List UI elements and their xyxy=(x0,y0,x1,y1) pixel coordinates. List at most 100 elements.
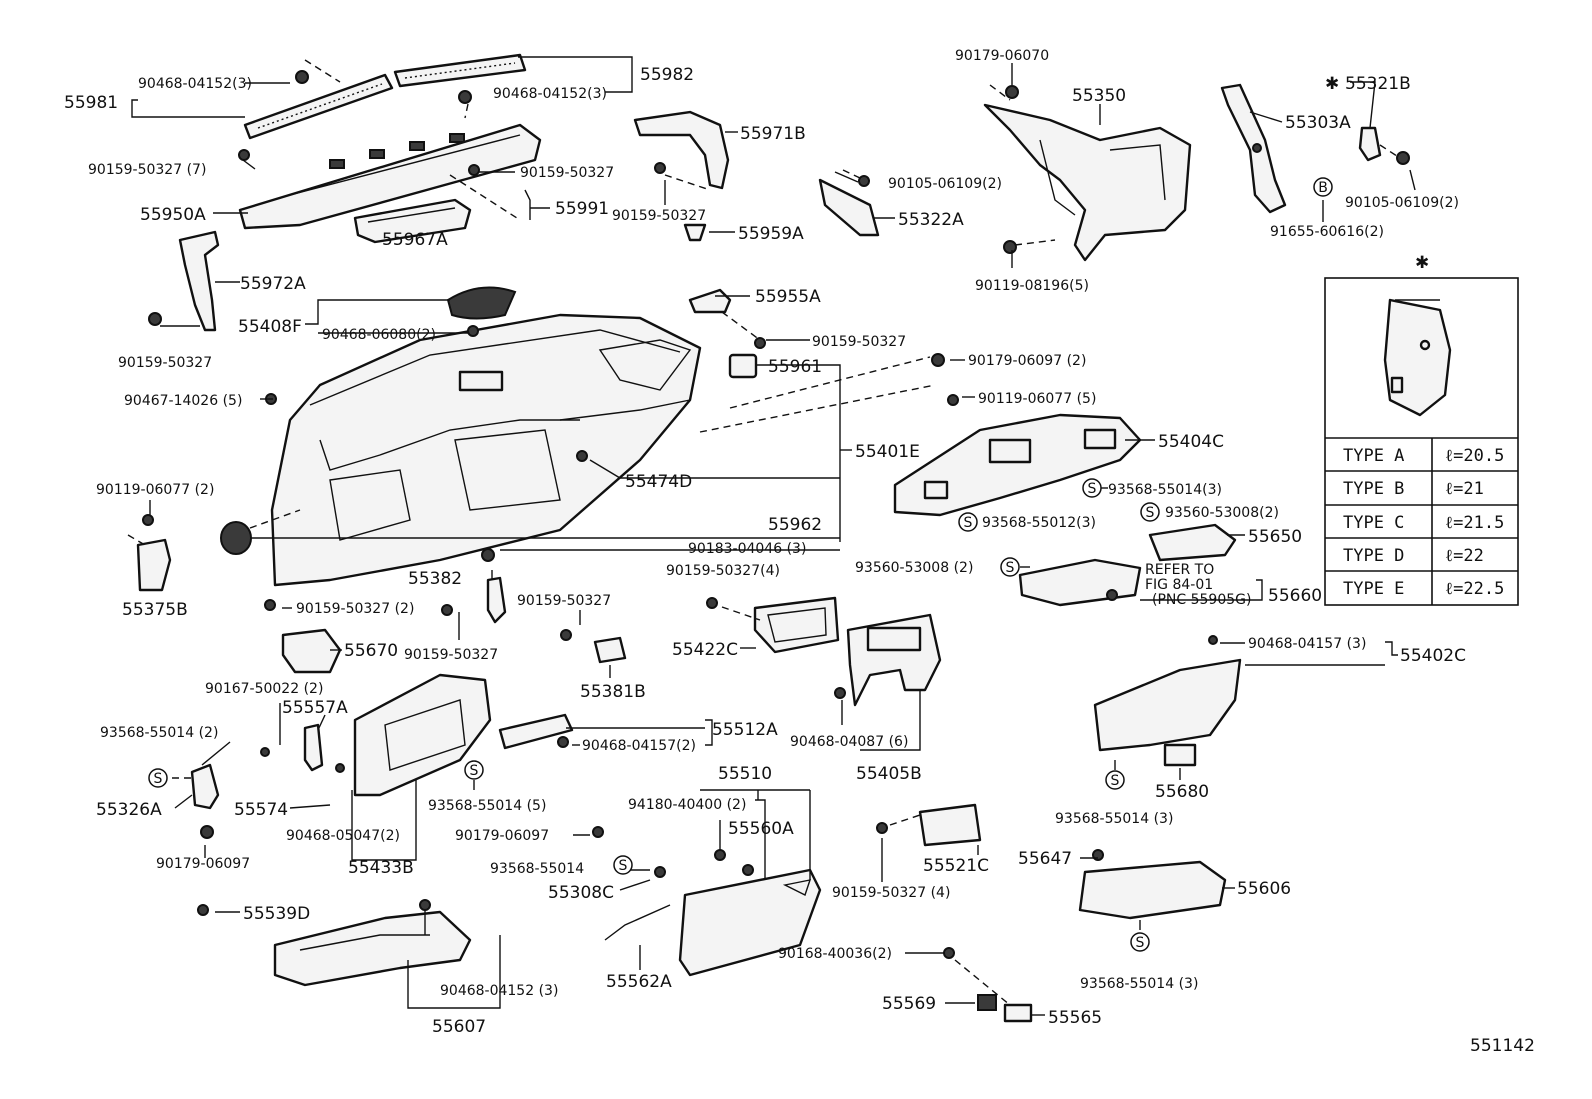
part-55382-drawing xyxy=(486,576,507,624)
label-90159-50327-7: 90159-50327 (7) xyxy=(88,162,206,178)
label-55308c: 55308C xyxy=(548,883,614,903)
svg-text:S: S xyxy=(619,858,628,874)
label-90167-50022: 90167-50022 (2) xyxy=(205,681,323,697)
svg-text:S: S xyxy=(1111,773,1120,789)
label-55382: 55382 xyxy=(408,569,462,589)
speaker-grille-55408f-drawing xyxy=(446,286,517,320)
label-55982: 55982 xyxy=(640,65,694,85)
defroster-nozzle-55982-drawing xyxy=(393,53,527,88)
label-93568-55014-d: 93568-55014 (3) xyxy=(1055,811,1173,827)
label-55322a: 55322A xyxy=(898,210,964,230)
instrument-panel-55401e-drawing xyxy=(270,313,702,587)
label-90159-50327-d: 90159-50327 xyxy=(812,334,906,350)
label-55521c: 55521C xyxy=(923,856,989,876)
label-55647: 55647 xyxy=(1018,849,1072,869)
label-55510: 55510 xyxy=(718,764,772,784)
label-90159-50327-f: 90159-50327 xyxy=(517,593,611,609)
side-vent-55962-drawing xyxy=(220,521,252,555)
label-55512a: 55512A xyxy=(712,720,778,740)
label-90468-04157-a: 90468-04157 (3) xyxy=(1248,636,1366,652)
label-93568-55014-c: 93568-55014 (5) xyxy=(428,798,546,814)
label-55560a: 55560A xyxy=(728,819,794,839)
label-55950a: 55950A xyxy=(140,205,206,225)
label-55606: 55606 xyxy=(1237,879,1291,899)
label-55405b: 55405B xyxy=(856,764,922,784)
label-90159-50327-g: 90159-50327 xyxy=(404,647,498,663)
svg-text:S: S xyxy=(1006,560,1015,576)
label-90119-06077-b: 90119-06077 (2) xyxy=(96,482,214,498)
part-55521c-drawing xyxy=(918,803,982,847)
label-90159-50327-h: 90159-50327(4) xyxy=(666,563,780,579)
part-55557a-drawing xyxy=(303,723,324,772)
part-55565-drawing xyxy=(1003,1003,1033,1023)
label-55650: 55650 xyxy=(1248,527,1302,547)
under-cover-55607-drawing xyxy=(273,910,472,987)
label-90105-06109-b: 90105-06109(2) xyxy=(1345,195,1459,211)
type-row-type: TYPE E xyxy=(1343,579,1404,599)
duct-55972a-drawing xyxy=(178,230,220,332)
label-55401e: 55401E xyxy=(855,442,920,462)
defroster-duct-55950a-drawing xyxy=(238,123,542,230)
label-93568-55014-f: 93568-55014 (3) xyxy=(1080,976,1198,992)
label-55972a: 55972A xyxy=(240,274,306,294)
label-90105-06109-a: 90105-06109(2) xyxy=(888,176,1002,192)
type-row-type: TYPE B xyxy=(1343,479,1404,499)
svg-text:S: S xyxy=(1088,481,1097,497)
type-row-type: TYPE A xyxy=(1343,446,1404,466)
label-55569: 55569 xyxy=(882,994,936,1014)
part-55569-drawing xyxy=(977,994,997,1011)
leader-lines xyxy=(127,56,1416,1016)
s-markers: S S S S S S S S S B xyxy=(148,177,1333,952)
type-table: ✱ TYPE A ℓ=20.5 TYPE B ℓ=21 TYPE C ℓ=21.… xyxy=(1324,253,1519,606)
label-55321b-num: 55321B xyxy=(1345,74,1411,94)
label-90179-06097-b: 90179-06097 xyxy=(156,856,250,872)
label-55408f: 55408F xyxy=(238,317,302,337)
bracket-55321b-drawing xyxy=(1358,126,1382,162)
label-90168-40036: 90168-40036(2) xyxy=(778,946,892,962)
label-93568-55014-e: 93568-55014 xyxy=(490,861,584,877)
label-55321b: ✱ xyxy=(1325,74,1339,94)
type-row-value: ℓ=21.5 xyxy=(1445,513,1504,533)
svg-text:S: S xyxy=(154,771,163,787)
part-55381b-drawing xyxy=(593,636,627,664)
label-55404c: 55404C xyxy=(1158,432,1224,452)
label-90468-04152-b: 90468-04152(3) xyxy=(493,86,607,102)
label-90468-04157-b: 90468-04157(2) xyxy=(582,738,696,754)
reinforcement-55350-drawing xyxy=(983,103,1192,262)
part-55961-drawing xyxy=(728,353,758,379)
label-55971b: 55971B xyxy=(740,124,806,144)
label-55660: 55660 xyxy=(1268,586,1322,606)
label-55474d: 55474D xyxy=(625,472,692,492)
switch-55650-drawing xyxy=(1148,523,1237,562)
cluster-panel-55404c-drawing xyxy=(893,413,1142,517)
label-90159-50327-b: 90159-50327 xyxy=(612,208,706,224)
label-55433b: 55433B xyxy=(348,858,414,878)
label-90468-04087: 90468-04087 (6) xyxy=(790,734,908,750)
type-row-value: ℓ=21 xyxy=(1445,479,1484,499)
table-detail-drawing xyxy=(1383,298,1452,417)
part-55680-drawing xyxy=(1163,743,1197,767)
table-star-marker: ✱ xyxy=(1415,253,1429,273)
label-55326a: 55326A xyxy=(96,800,162,820)
duct-55971b-drawing xyxy=(633,110,730,190)
glovebox-frame-55433b-drawing xyxy=(353,673,492,797)
label-55680: 55680 xyxy=(1155,782,1209,802)
label-refer-3: (PNC 55905G) xyxy=(1152,592,1251,608)
label-90468-04152-c: 90468-04152 (3) xyxy=(440,983,558,999)
label-93568-55012: 93568-55012(3) xyxy=(982,515,1096,531)
defroster-nozzle-55981-drawing xyxy=(243,73,394,140)
label-90159-50327-e: 90159-50327 (2) xyxy=(296,601,414,617)
type-row-type: TYPE D xyxy=(1343,546,1404,566)
type-row-value: ℓ=22.5 xyxy=(1445,579,1504,599)
label-90159-50327-c: 90159-50327 xyxy=(118,355,212,371)
type-row-value: ℓ=20.5 xyxy=(1445,446,1504,466)
label-90468-05047: 90468-05047(2) xyxy=(286,828,400,844)
label-90179-06070: 90179-06070 xyxy=(955,48,1049,64)
label-90119-08196: 90119-08196(5) xyxy=(975,278,1089,294)
bracket-55375b-drawing xyxy=(136,538,172,592)
label-93560-53008-b: 93560-53008 (2) xyxy=(855,560,973,576)
label-90468-04152-a: 90468-04152(3) xyxy=(138,76,252,92)
svg-text:S: S xyxy=(470,763,479,779)
part-labels: 55981 55982 90468-04152(3) 90468-04152(3… xyxy=(64,48,1535,1056)
part-55660-drawing xyxy=(1018,558,1142,607)
